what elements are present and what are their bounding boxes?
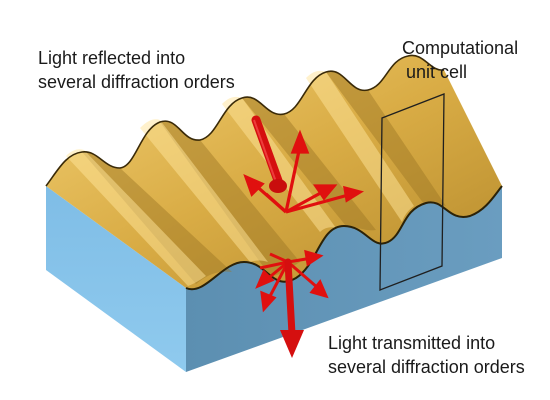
unit-cell-label: Computational unit cell — [402, 36, 518, 84]
grating-ridge-highlights — [66, 70, 414, 286]
grating-side-edge — [185, 185, 503, 291]
transmitted-rays-icon — [255, 249, 329, 358]
substrate-front-face — [46, 186, 186, 372]
transmitted-light-label: Light transmitted into several diffracti… — [328, 331, 525, 379]
reflected-light-label: Light reflected into several diffraction… — [38, 46, 235, 94]
grating-profile-edge — [45, 54, 445, 187]
transmitted-label-line-2: several diffraction orders — [328, 357, 525, 377]
reflected-label-line-1: Light reflected into — [38, 48, 186, 68]
unit-cell-label-line-1: Computational — [402, 38, 519, 58]
substrate-side-face — [186, 186, 502, 372]
transmitted-label-line-1: Light transmitted into — [328, 333, 496, 353]
unit-cell-outline — [379, 93, 445, 291]
reflected-rays-icon — [243, 115, 365, 214]
reflected-label-line-2: several diffraction orders — [38, 72, 235, 92]
unit-cell-label-line-2: unit cell — [406, 62, 468, 82]
